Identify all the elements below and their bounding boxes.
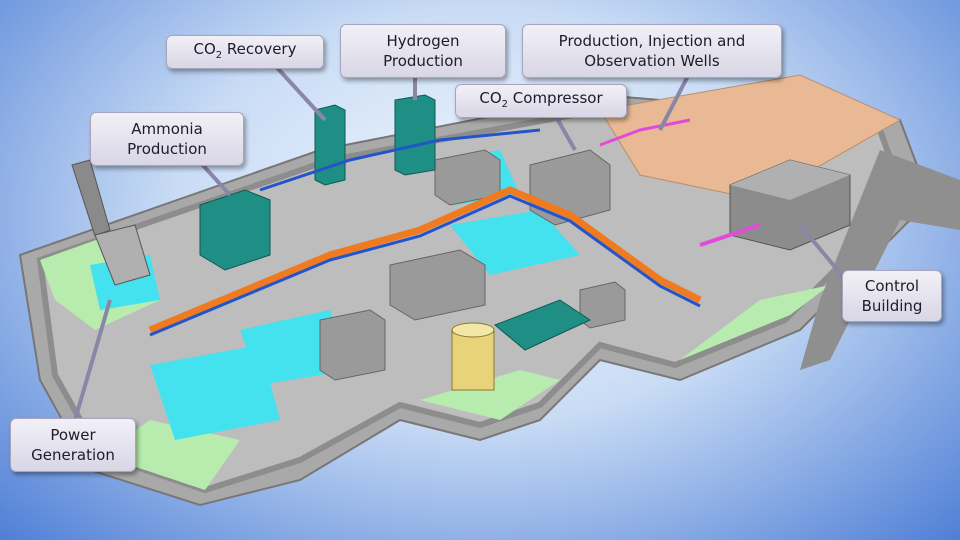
label-text: Compressor <box>508 88 603 107</box>
label-hydrogen-production: Hydrogen Production <box>340 24 506 78</box>
control-building-roof <box>730 160 850 200</box>
label-text: CO <box>479 88 502 107</box>
label-control-building: Control Building <box>842 270 942 322</box>
warehouse <box>319 309 386 381</box>
warehouse <box>389 249 486 321</box>
label-line: Ammonia <box>131 120 203 138</box>
hydrogen-tower <box>394 94 436 176</box>
label-line: Building <box>861 297 923 315</box>
label-text: Recovery <box>222 39 297 58</box>
grass-area <box>420 370 560 420</box>
label-text: CO <box>193 39 216 58</box>
label-line: Control <box>864 277 920 295</box>
pipe-rack <box>148 186 702 334</box>
power-unit <box>94 224 151 286</box>
well-pad <box>599 74 902 201</box>
label-power-generation: Power Generation <box>10 418 136 472</box>
ammonia-unit <box>199 189 271 271</box>
storage-tank-top <box>451 322 495 338</box>
pipe-rack <box>149 194 701 337</box>
label-line: Power <box>50 426 96 444</box>
water-basin <box>150 345 280 440</box>
label-line: Generation <box>31 446 115 464</box>
label-line: Production <box>127 140 207 158</box>
pipe-rack <box>259 128 541 192</box>
pipe-rack <box>599 118 691 147</box>
shelter-roof <box>494 299 592 351</box>
access-road <box>800 150 960 370</box>
label-co2-recovery: CO2 Recovery <box>166 35 324 69</box>
co2-recovery-tower <box>314 104 346 186</box>
pipe-rack <box>699 223 761 247</box>
label-subscript: 2 <box>501 98 509 110</box>
storage-tank <box>451 329 495 391</box>
label-line: Production, Injection and <box>558 32 746 50</box>
label-line: Hydrogen <box>386 32 460 50</box>
label-line: Observation Wells <box>584 52 720 70</box>
label-wells: Production, Injection and Observation We… <box>522 24 782 78</box>
label-subscript: 2 <box>215 49 223 61</box>
label-co2-compressor: CO2 Compressor <box>455 84 627 118</box>
grass-area <box>680 285 830 360</box>
leader-lines <box>73 58 852 421</box>
label-ammonia-production: Ammonia Production <box>90 112 244 166</box>
label-line: Production <box>383 52 463 70</box>
water-basin <box>450 210 580 275</box>
power-stack <box>71 159 111 237</box>
